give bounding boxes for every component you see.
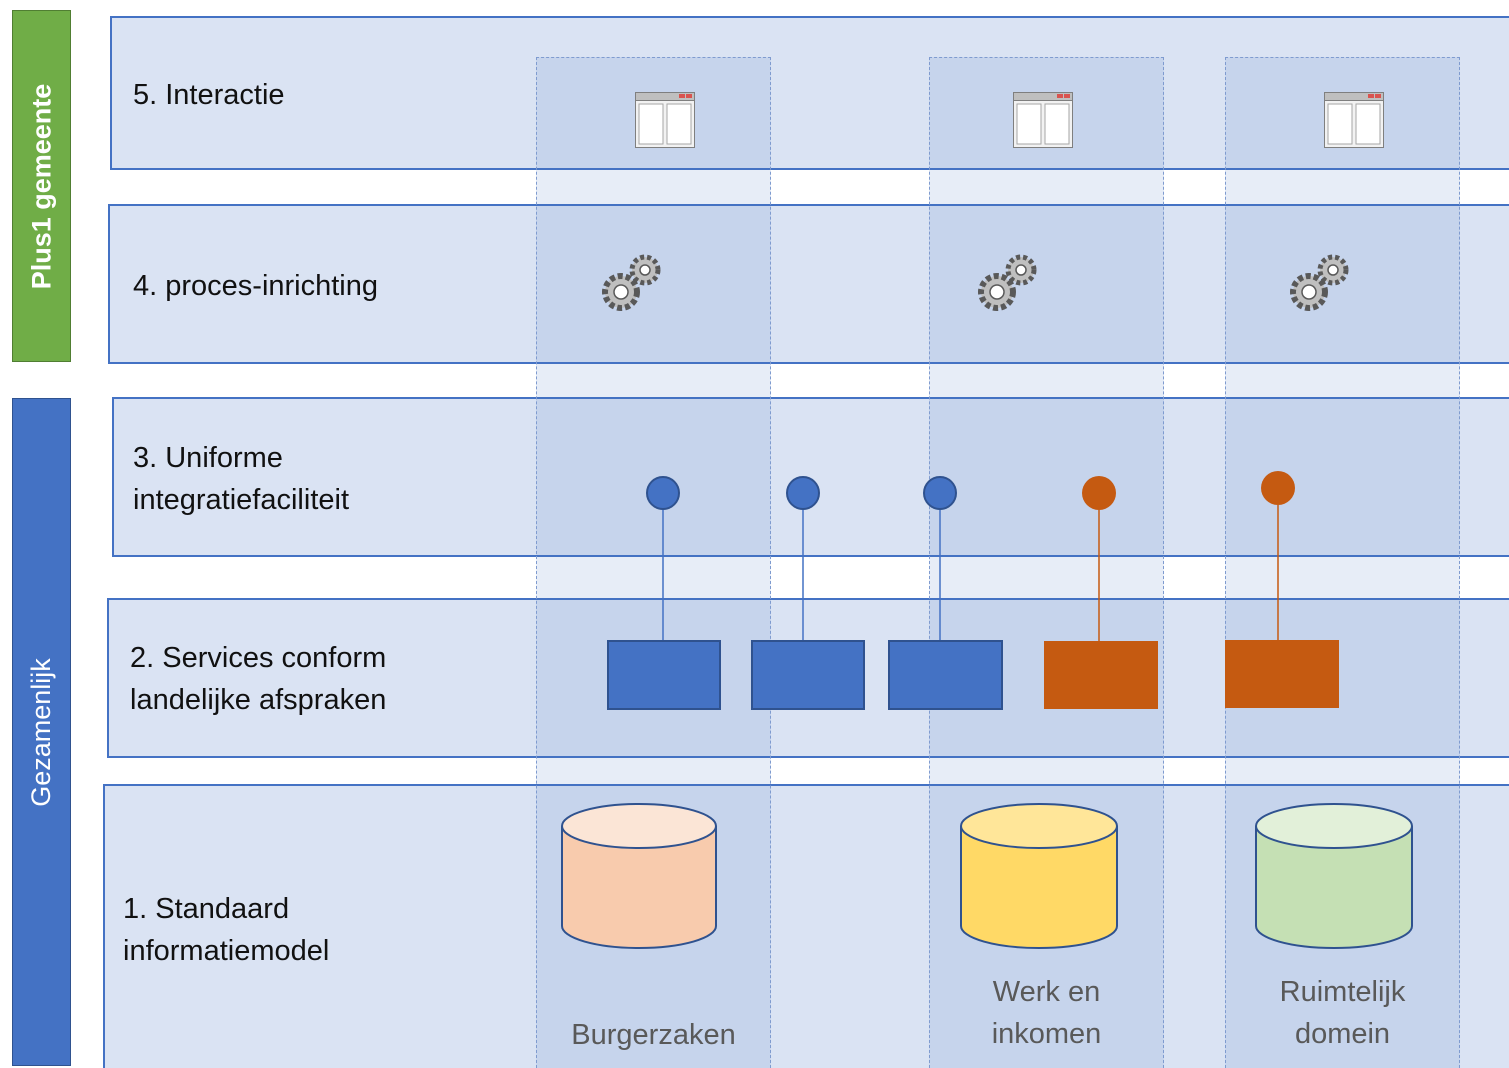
service-block	[607, 640, 721, 710]
layer-2-label: 2. Services conform landelijke afspraken	[130, 637, 386, 721]
layer-1-label-line-1: 1. Standaard	[123, 893, 290, 925]
integration-point	[923, 476, 957, 510]
integration-point	[1082, 476, 1116, 510]
layer-5-label-line: 5. Interactie	[133, 79, 285, 111]
service-block	[751, 640, 865, 710]
integration-point	[646, 476, 680, 510]
service-block	[1225, 640, 1339, 708]
gezamenlijk-label: Gezamenlijk	[12, 398, 71, 1066]
application-window-icon	[635, 92, 695, 148]
layer-3-label: 3. Uniforme integratiefaciliteit	[133, 437, 349, 521]
domain-label-line: Ruimtelijk	[1279, 976, 1406, 1008]
domain-label-line: Werk en	[992, 976, 1101, 1008]
gears-icon	[1290, 254, 1349, 311]
integration-point	[786, 476, 820, 510]
domain-label-line: Burgerzaken	[571, 1019, 736, 1051]
database-burgerzaken	[561, 803, 717, 949]
layer-5-label: 5. Interactie	[133, 74, 285, 116]
layer-2-label-line-2: landelijke afspraken	[130, 684, 387, 717]
service-block	[1044, 641, 1158, 709]
service-block	[888, 640, 1003, 710]
layer-4-label-line: 4. proces-inrichting	[133, 270, 378, 302]
application-window-icon	[1013, 92, 1073, 148]
domain-label-burgerzaken: Burgerzaken	[536, 1014, 771, 1056]
layer-interactie	[110, 16, 1509, 170]
layer-3-label-line-2: integratiefaciliteit	[133, 484, 349, 517]
domain-label-ruimtelijk-domein: Ruimtelijk domein	[1225, 971, 1460, 1055]
gears-icon	[978, 254, 1037, 311]
application-window-icon	[1324, 92, 1384, 148]
database-ruimtelijk-domein	[1255, 803, 1413, 949]
layer-2-label-line-1: 2. Services conform	[130, 642, 387, 674]
domain-label-line: domein	[1294, 1018, 1391, 1051]
domain-label-werk-en-inkomen: Werk en inkomen	[929, 971, 1164, 1055]
layer-4-label: 4. proces-inrichting	[133, 265, 378, 307]
plus1-gemeente-label: Plus1 gemeente	[12, 10, 71, 362]
layer-3-label-line-1: 3. Uniforme	[133, 442, 283, 474]
layer-proces-inrichting	[108, 204, 1509, 364]
domain-label-line: inkomen	[991, 1018, 1102, 1051]
layer-1-label: 1. Standaard informatiemodel	[123, 888, 329, 972]
database-werk-en-inkomen	[960, 803, 1118, 949]
integration-point	[1261, 471, 1295, 505]
gears-icon	[602, 254, 661, 311]
layer-1-label-line-2: informatiemodel	[123, 935, 330, 968]
